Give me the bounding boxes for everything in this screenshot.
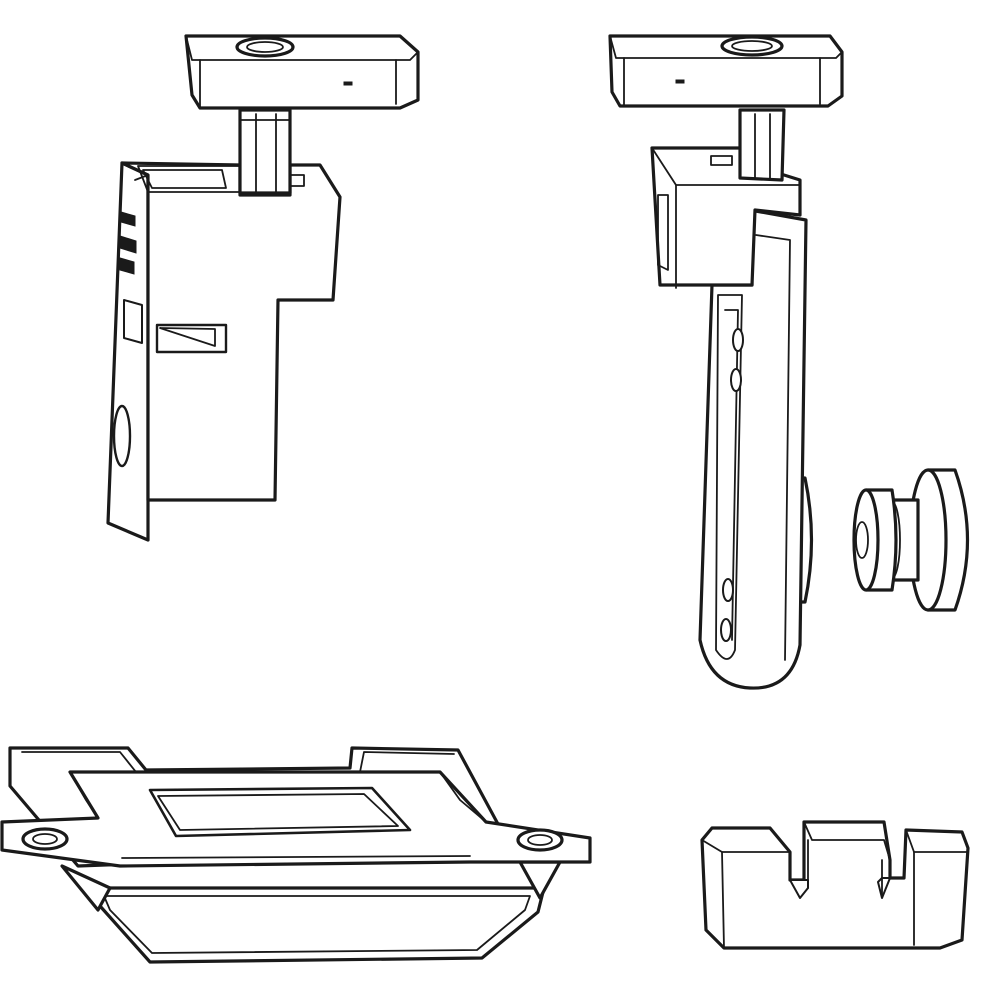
roller-cap	[852, 468, 970, 612]
locking-block-with-roller-view	[608, 34, 844, 690]
strike-plate	[0, 746, 592, 964]
locking-block-side-view	[106, 34, 420, 542]
slotted-spacer-block	[700, 820, 970, 950]
